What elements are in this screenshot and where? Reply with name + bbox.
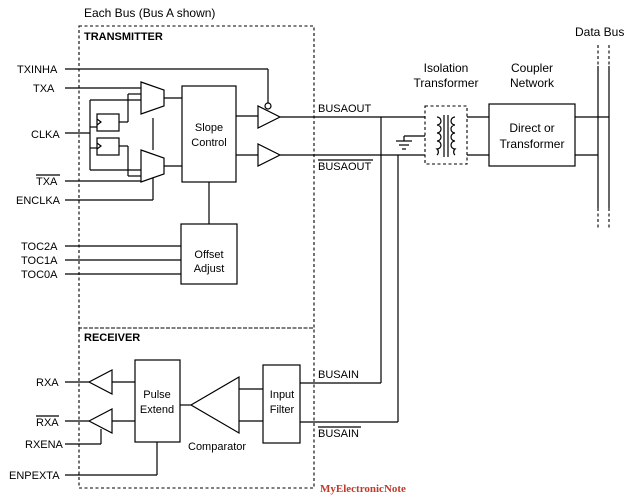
toc1a-label: TOC1A [21,255,58,267]
comparator-triangle [189,375,240,435]
direct-or-label: Direct or [509,121,554,135]
transformer-coupler-label: Transformer [500,137,565,151]
offset-adjust-block [180,223,238,285]
secondary-coil [450,116,457,156]
ff-lower-clock-mark [96,142,102,150]
busaout-label: BUSAOUT [318,103,371,115]
receiver-title: RECEIVER [84,332,140,344]
rx-buffer-upper [87,369,113,395]
txa-bar-label: TXA [36,176,58,188]
adjust-label: Adjust [194,263,225,275]
filter-label: Filter [270,404,295,416]
enclka-label: ENCLKA [16,195,61,207]
ff-upper-clock-mark [96,118,102,126]
rxa-bar-label: RXA [36,417,59,429]
each-bus-label: Each Bus (Bus A shown) [84,6,215,20]
input-filter-block [262,364,301,444]
driver-lower [257,143,282,167]
busain-bar-label: BUSAIN [318,428,359,440]
input-label: Input [270,389,294,401]
receiver-section [78,327,315,489]
txinha-label: TXINHA [17,64,58,76]
isolation-transformer-box [424,105,468,165]
toc2a-label: TOC2A [21,241,58,253]
busaout-bar-label: BUSAOUT [318,161,371,173]
driver-upper [257,105,282,129]
watermark: MyElectronicNote [320,483,406,495]
transformer-label: Transformer [414,76,479,90]
enpexta-label: ENPEXTA [9,470,60,482]
busain-label: BUSAIN [318,369,359,381]
toc0a-label: TOC0A [21,269,58,281]
slope-control-block [181,85,237,183]
mux-lower [140,149,165,183]
driver-enable-bubble [264,102,272,110]
pulse-extend-block [134,359,181,443]
rxa-label: RXA [36,377,59,389]
transmitter-title: TRANSMITTER [84,31,163,43]
pulse-label: Pulse [143,389,171,401]
txa-label: TXA [33,83,55,95]
control-label: Control [191,137,226,149]
data-bus-label: Data Bus [575,25,624,39]
mux-upper [140,81,165,115]
offset-label: Offset [194,249,223,261]
network-label: Network [510,76,555,90]
isolation-label: Isolation [424,61,469,75]
comparator-label: Comparator [188,441,246,453]
rxena-label: RXENA [25,439,64,451]
primary-coil [435,116,442,156]
extend-label: Extend [140,404,174,416]
coupler-network-box [488,103,576,167]
clka-label: CLKA [31,129,60,141]
slope-label: Slope [195,122,223,134]
coupler-label: Coupler [511,61,553,75]
